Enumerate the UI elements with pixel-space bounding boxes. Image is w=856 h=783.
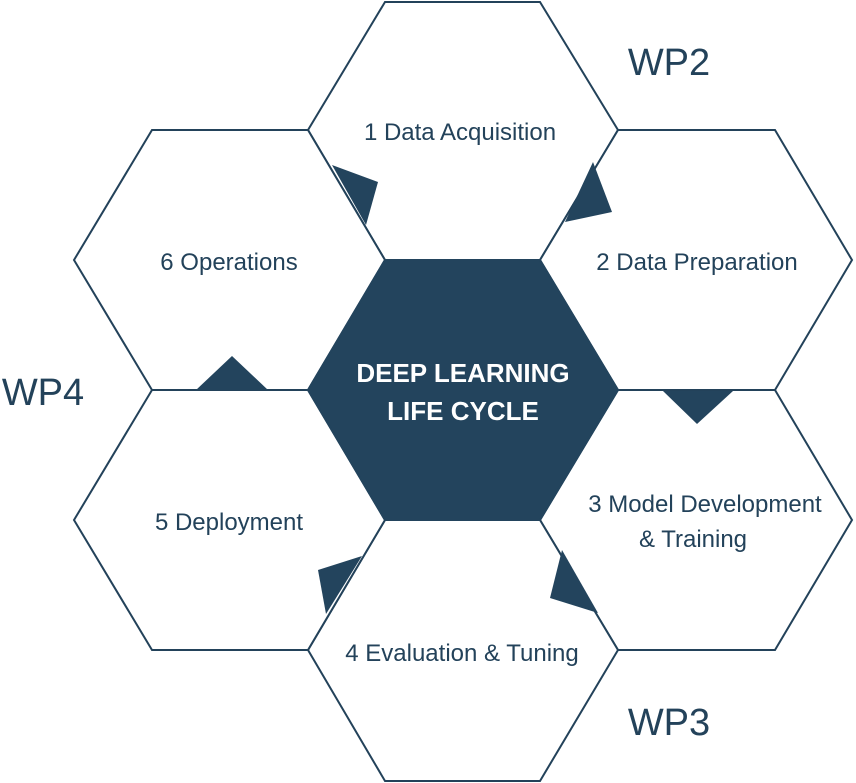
flow-arrow-5-to-6 [196,356,268,390]
stage-label-5: 5 Deployment [155,509,303,536]
stage-label-4: 4 Evaluation & Tuning [345,640,579,667]
stage-label-6: 6 Operations [160,249,297,276]
flow-arrow-2-to-3 [663,391,733,424]
work-package-label-wp4: WP4 [2,372,84,414]
stage-label-3-line-1: 3 Model Development [588,491,822,518]
stage-label-1: 1 Data Acquisition [364,119,556,146]
center-hex [306,259,620,521]
work-package-label-wp2: WP2 [628,42,710,84]
work-package-label-wp3: WP3 [628,702,710,744]
stage-label-3-line-2: & Training [639,526,747,553]
stage-label-2: 2 Data Preparation [596,249,797,276]
flow-arrow-1-to-2 [565,162,612,222]
center-title-line-2: LIFE CYCLE [387,396,539,426]
flow-arrow-6-to-1 [332,165,378,225]
flow-arrow-4-to-5 [318,556,362,614]
center-title-line-1: DEEP LEARNING [356,358,569,388]
flow-arrow-3-to-4 [550,550,598,613]
